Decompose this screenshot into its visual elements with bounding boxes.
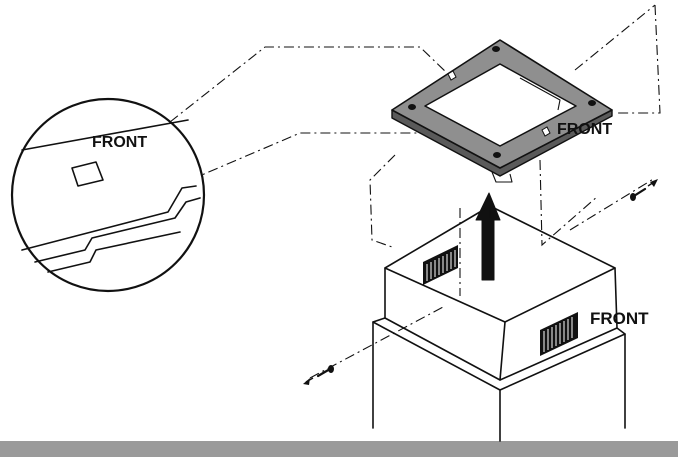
floor-bar xyxy=(0,441,678,457)
leader-upper xyxy=(169,46,449,123)
vent-grille-right xyxy=(540,312,578,356)
screw-icon-left xyxy=(303,365,334,385)
mounting-plate: FRONT xyxy=(391,39,613,183)
detail-magnifier: FRONT xyxy=(10,97,206,293)
plate-hole-bottom xyxy=(493,152,501,158)
detail-flange-top xyxy=(21,185,197,251)
projection-right-top xyxy=(615,4,661,114)
chimney-front-edge xyxy=(499,321,506,381)
detail-flange-bottom xyxy=(47,231,181,273)
detail-plate-edge xyxy=(21,119,189,151)
front-marker-icon xyxy=(71,161,104,187)
screw-axis-right xyxy=(569,177,656,231)
projection-left-drop xyxy=(369,154,396,249)
plate-notch-marker-icon xyxy=(447,70,457,81)
plate-hole-top xyxy=(492,46,500,52)
chimney-cover: FRONT xyxy=(372,205,649,442)
plate-lip xyxy=(491,171,513,183)
arrow-up-icon xyxy=(475,192,501,281)
screw-icon-right xyxy=(630,179,658,201)
vent-grille-left xyxy=(423,245,458,285)
plate-hole-right xyxy=(588,100,596,106)
detail-front-label: FRONT xyxy=(92,134,147,151)
plate-opening xyxy=(424,63,577,147)
detail-circle xyxy=(10,97,206,293)
projection-lines xyxy=(169,4,661,379)
projection-right-diag xyxy=(574,4,656,71)
plate-front-marker-icon xyxy=(541,126,551,137)
projection-right-drop xyxy=(539,159,599,247)
plate-hole-left xyxy=(408,104,416,110)
chimney-front-label: FRONT xyxy=(590,309,649,328)
plate-front-label: FRONT xyxy=(557,121,612,138)
detail-flange-mid xyxy=(34,197,201,263)
plate-inner-flange xyxy=(519,77,561,111)
chimney-top-rim xyxy=(384,205,616,323)
